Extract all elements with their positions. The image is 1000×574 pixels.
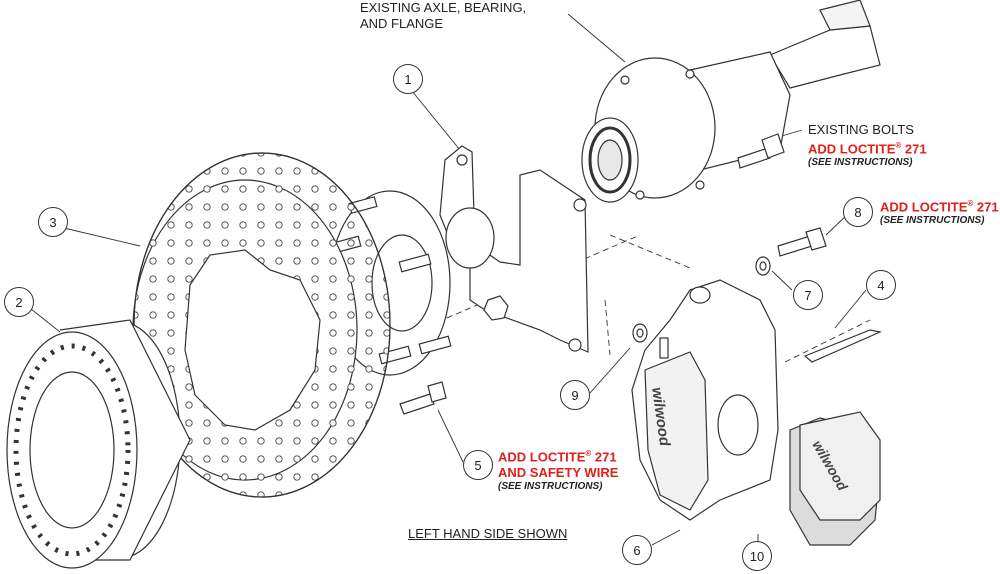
callout-7: 7 xyxy=(793,280,823,310)
wheel-bolt xyxy=(399,381,447,415)
note-b: (SEE INSTRUCTIONS) xyxy=(880,215,985,227)
loctite-b-text: ADD LOCTITE xyxy=(880,199,968,215)
loctite-a-num: 271 xyxy=(904,141,927,157)
registered-mark-b: ® xyxy=(967,199,974,208)
bolts-label: EXISTING BOLTS ADD LOCTITE® 271 (SEE INS… xyxy=(808,122,927,169)
rotor-hat xyxy=(6,319,191,569)
side-shown-label: LEFT HAND SIDE SHOWN xyxy=(408,526,568,541)
callout-5: 5 xyxy=(463,450,493,480)
callout-8: 8 xyxy=(843,197,873,227)
cotter-pin xyxy=(803,329,882,363)
callout-1: 1 xyxy=(393,64,423,94)
axle-label-line2: AND FLANGE xyxy=(360,16,444,31)
washer xyxy=(755,256,771,276)
callout-6: 6 xyxy=(622,535,652,565)
existing-bolts-text: EXISTING BOLTS xyxy=(808,122,914,137)
loctite-a: ADD LOCTITE® 271 xyxy=(808,138,927,157)
brake-pad xyxy=(789,411,881,546)
wheel-bolt-label: ADD LOCTITE® 271 AND SAFETY WIRE (SEE IN… xyxy=(498,446,618,493)
loctite-b: ADD LOCTITE® 271 xyxy=(880,196,999,215)
shim-washer xyxy=(632,323,648,343)
caliper-bolt-label: ADD LOCTITE® 271 (SEE INSTRUCTIONS) xyxy=(880,196,999,227)
existing-bolt xyxy=(737,133,785,169)
note-c: (SEE INSTRUCTIONS) xyxy=(498,481,603,493)
caliper-bolt xyxy=(777,227,827,257)
loctite-a-text: ADD LOCTITE xyxy=(808,141,896,157)
callout-4: 4 xyxy=(866,270,896,300)
loctite-b-num: 271 xyxy=(976,199,999,215)
registered-mark-a: ® xyxy=(895,141,902,150)
brake-caliper xyxy=(631,279,779,521)
axle-label: EXISTING AXLE, BEARING, AND FLANGE xyxy=(360,0,526,32)
brake-rotor xyxy=(132,152,391,498)
axle-label-line1: EXISTING AXLE, BEARING, xyxy=(360,0,527,15)
callout-9: 9 xyxy=(560,380,590,410)
caliper-bracket xyxy=(439,145,589,353)
callout-10: 10 xyxy=(742,541,772,571)
loctite-c-text: ADD LOCTITE xyxy=(498,449,586,465)
axle-assembly xyxy=(581,0,881,203)
callout-3: 3 xyxy=(38,207,68,237)
registered-mark-c: ® xyxy=(585,449,592,458)
loctite-c-num: 271 xyxy=(594,449,617,465)
loctite-c: ADD LOCTITE® 271 xyxy=(498,446,618,465)
note-a: (SEE INSTRUCTIONS) xyxy=(808,157,913,169)
callout-2: 2 xyxy=(4,287,34,317)
safety-wire-text: AND SAFETY WIRE xyxy=(498,465,619,481)
